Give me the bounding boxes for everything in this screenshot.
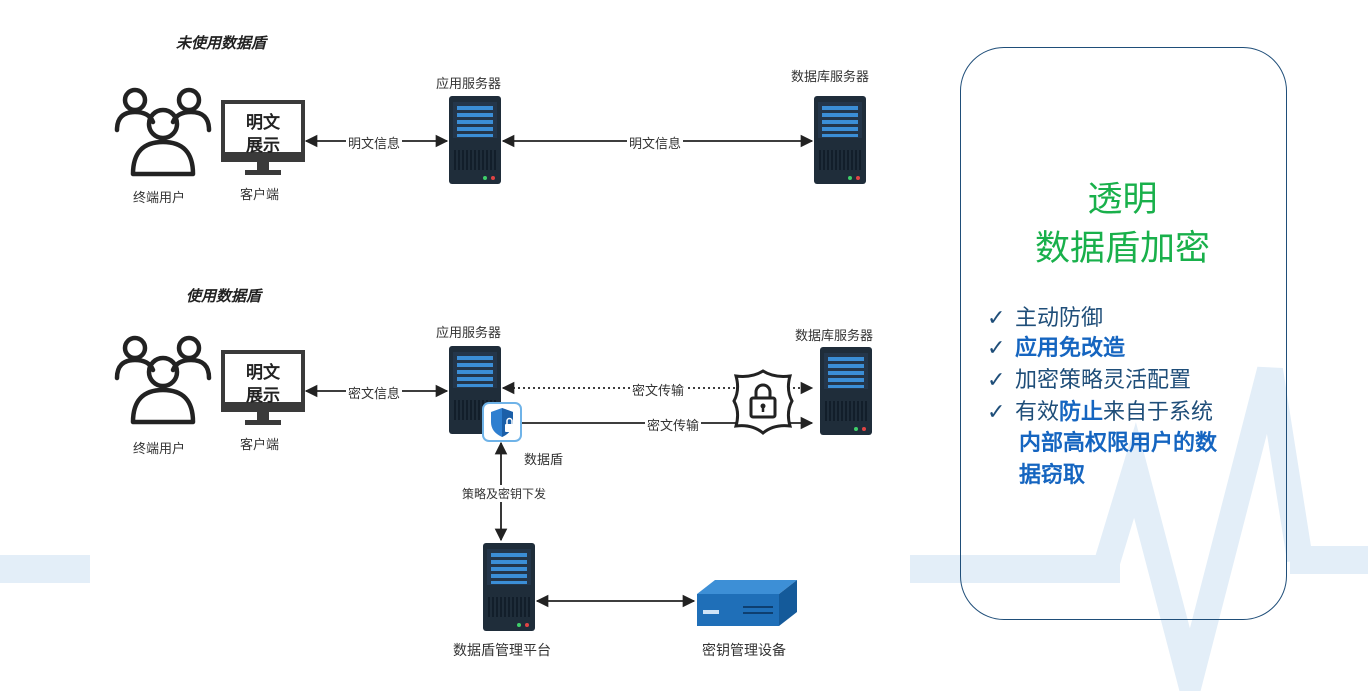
shield-label: 数据盾 — [524, 453, 564, 468]
bottom-link-app-db-solid-label: 密文传输 — [645, 415, 702, 434]
top-link-app-db-label: 明文信息 — [627, 133, 684, 152]
policy-link-label: 策略及密钥下发 — [460, 485, 549, 502]
key-device-icon — [697, 580, 797, 626]
card-title-line1: 透明 — [1087, 180, 1158, 220]
check-icon: ✓ — [987, 368, 1006, 393]
feature-item-3: ✓ 加密策略灵活配置 — [987, 366, 1191, 396]
top-client-label: 客户端 — [240, 188, 280, 203]
bottom-users-icon — [113, 326, 213, 426]
lock-badge-icon — [732, 369, 794, 435]
feature-2-bold: 应用免改造 — [1015, 336, 1126, 361]
bottom-db-server-icon — [820, 347, 872, 435]
top-db-server-icon — [814, 96, 866, 184]
bottom-link-client-app-label: 密文信息 — [346, 383, 403, 402]
top-users-icon — [113, 78, 213, 178]
pulse-line — [1092, 366, 1313, 691]
bottom-client-label: 客户端 — [240, 438, 280, 453]
mgmt-platform-server-icon — [483, 543, 535, 631]
right-stripe-left — [910, 555, 1120, 583]
bottom-db-server-label: 数据库服务器 — [795, 329, 874, 344]
feature-4-continuation-1: 内部高权限用户的数 — [1019, 431, 1218, 456]
top-section-title: 未使用数据盾 — [176, 34, 267, 52]
bottom-app-server-label: 应用服务器 — [436, 326, 502, 341]
feature-4-continuation-2: 据窃取 — [1019, 463, 1086, 488]
check-icon: ✓ — [987, 336, 1006, 361]
feature-4-pre: 有效 — [1015, 400, 1060, 425]
card-title-line2: 数据盾加密 — [1034, 229, 1210, 269]
top-users-label: 终端用户 — [133, 191, 186, 206]
bottom-client-text-1: 明文 — [246, 363, 280, 383]
top-link-client-app-label: 明文信息 — [346, 133, 403, 152]
feature-3-text: 加密策略灵活配置 — [1015, 368, 1192, 393]
shield-icon — [482, 402, 522, 442]
bottom-users-label: 终端用户 — [133, 442, 186, 457]
top-app-server-label: 应用服务器 — [436, 77, 502, 92]
feature-item-2: ✓ 应用免改造 — [987, 334, 1125, 364]
mgmt-platform-label: 数据盾管理平台 — [453, 643, 551, 659]
bottom-section-title: 使用数据盾 — [186, 287, 262, 305]
feature-item-1: ✓ 主动防御 — [987, 304, 1103, 334]
left-stripe — [0, 555, 90, 583]
bottom-client-text-2: 展示 — [246, 386, 280, 406]
feature-4-bold: 防止 — [1059, 400, 1104, 425]
feature-card — [960, 47, 1287, 620]
top-client-text-2: 展示 — [246, 136, 280, 156]
check-icon: ✓ — [987, 306, 1006, 331]
top-client-text-1: 明文 — [246, 113, 280, 133]
top-app-server-icon — [449, 96, 501, 184]
top-db-server-label: 数据库服务器 — [791, 70, 870, 85]
feature-item-4: ✓ 有效防止来自于系统 — [987, 398, 1213, 428]
key-device-label: 密钥管理设备 — [702, 643, 786, 659]
bottom-link-app-db-dotted-label: 密文传输 — [630, 380, 687, 399]
feature-4-post: 来自于系统 — [1103, 400, 1214, 425]
feature-1-text: 主动防御 — [1015, 306, 1104, 331]
check-icon: ✓ — [987, 400, 1006, 425]
